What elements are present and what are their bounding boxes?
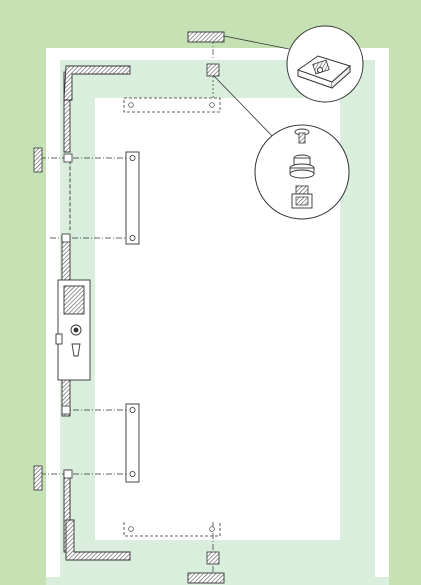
bottom-frame-striker [187, 572, 225, 584]
roller-base-icon [291, 185, 313, 209]
callout-roller-detail [254, 124, 350, 220]
keeper-hole [128, 526, 134, 532]
corner-drive-top-left [63, 65, 131, 101]
callout-leader-side [213, 75, 277, 141]
bottom-striker-group [123, 522, 221, 565]
vertical-keeper-upper [125, 151, 140, 245]
bottom-roller-stack [206, 551, 220, 565]
corner-drive-bottom-left [65, 519, 131, 561]
callout-leader-top [223, 35, 295, 51]
mushroom-roller-icon [289, 154, 315, 179]
screw-icon [294, 128, 310, 144]
top-roller-stack [206, 63, 220, 77]
top-frame-striker [187, 31, 225, 43]
striker-plate-icon [296, 55, 351, 89]
vertical-keeper-lower [125, 403, 140, 483]
keeper-hole [128, 102, 134, 108]
top-striker-group [123, 63, 221, 113]
top-keeper-dashed [123, 97, 221, 113]
keeper-hole [209, 526, 215, 532]
keeper-hole [209, 102, 215, 108]
gearbox [55, 279, 91, 381]
left-keeper-lower [33, 465, 43, 491]
rod-pins [61, 153, 73, 479]
left-keeper-upper [33, 147, 43, 173]
callout-striker-detail [286, 25, 364, 103]
